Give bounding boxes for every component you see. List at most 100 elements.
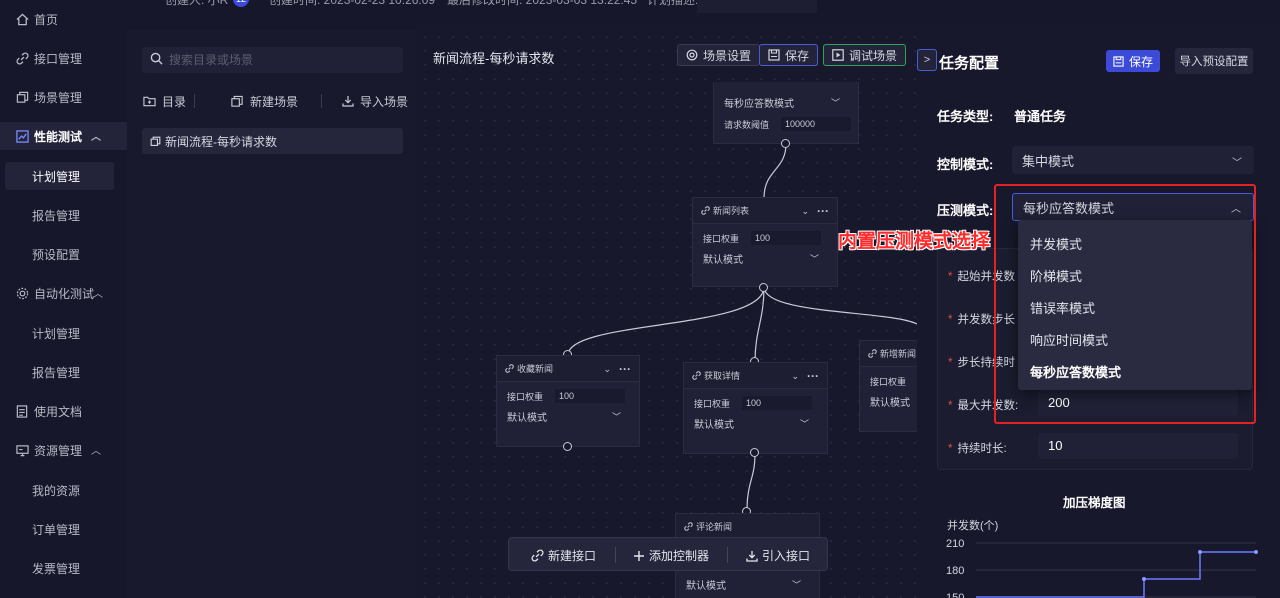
- max-concurrency-label: *最大并发数:: [948, 400, 1019, 412]
- chevron-down-icon[interactable]: ⌄: [801, 205, 809, 216]
- node-port[interactable]: [759, 283, 768, 292]
- nav-sub-plan-management[interactable]: 计划管理: [0, 319, 127, 347]
- directory-button[interactable]: 目录: [143, 92, 186, 110]
- mode-select[interactable]: 默认模式 ﹀: [693, 248, 837, 268]
- scene-settings-button[interactable]: 场景设置: [677, 44, 761, 66]
- link-icon: [531, 549, 544, 562]
- nav-automation-test[interactable]: 自动化测试 ︿: [0, 279, 127, 307]
- nav-scene-management[interactable]: 场景管理: [0, 83, 127, 111]
- threshold-input[interactable]: 100000: [781, 117, 852, 131]
- task-type-value: 普通任务: [1014, 109, 1067, 124]
- import-preset-button[interactable]: 导入预设配置: [1175, 48, 1253, 74]
- debug-scene-button[interactable]: 调试场景: [823, 44, 907, 66]
- canvas-save-button[interactable]: 保存: [759, 44, 819, 66]
- mode-select[interactable]: 每秒应答数模式 ﹀: [714, 92, 858, 112]
- add-controller-button[interactable]: 添加控制器: [633, 547, 709, 564]
- canvas-bottom-toolbar: 新建接口 添加控制器 引入接口: [508, 537, 828, 571]
- more-icon[interactable]: ···: [807, 369, 819, 383]
- chevron-down-icon[interactable]: ⌄: [603, 363, 611, 374]
- nav-sub-invoice-management[interactable]: 发票管理: [0, 554, 127, 582]
- mode-select[interactable]: 默认模式 ﹀: [676, 574, 819, 594]
- mode-select[interactable]: 默认模式 ﹀: [497, 406, 639, 426]
- nav-sub-my-resources[interactable]: 我的资源: [0, 476, 127, 504]
- new-scene-button[interactable]: 新建场景: [230, 92, 298, 110]
- mode-select-value: 默认模式: [703, 254, 743, 266]
- nav-label: 场景管理: [34, 90, 83, 105]
- import-api-button[interactable]: 引入接口: [746, 547, 810, 564]
- mode-select[interactable]: 默认模式: [860, 391, 917, 411]
- node-port[interactable]: [563, 442, 572, 451]
- chevron-down-icon[interactable]: ⌄: [791, 370, 799, 381]
- nav-label: 预设配置: [32, 247, 81, 262]
- weight-input[interactable]: 100: [742, 396, 813, 410]
- y-tick-label: 180: [946, 565, 964, 577]
- plan-info-bar: 创建人: 小R 12 创建时间: 2023-02-23 10:26:09 最后修…: [127, 0, 917, 13]
- duration-label: *持续时长:: [948, 443, 1007, 455]
- task-type-label: 任务类型:: [937, 109, 994, 124]
- new-api-button[interactable]: 新建接口: [531, 547, 596, 564]
- node-port[interactable]: [750, 448, 759, 457]
- option-response-time-mode[interactable]: 响应时间模式: [1030, 333, 1109, 348]
- layers-icon: [230, 95, 244, 108]
- mode-select[interactable]: 默认模式 ﹀: [684, 413, 827, 433]
- node-title: 新增新闻: [880, 349, 917, 359]
- weight-row: 接口权重 100: [497, 386, 639, 406]
- weight-input[interactable]: 100: [751, 231, 822, 245]
- scene-list-item[interactable]: 新闻流程-每秒请求数: [142, 128, 403, 154]
- api-node-add-news[interactable]: 新增新闻 接口权重 默认模式: [859, 340, 917, 432]
- mode-select-value: 默认模式: [686, 580, 726, 592]
- play-icon: [832, 49, 844, 61]
- data-point: [1254, 550, 1258, 554]
- created-time: 创建时间: 2023-02-23 10:26:09: [269, 0, 436, 7]
- node-port[interactable]: [781, 139, 790, 148]
- option-error-rate-mode[interactable]: 错误率模式: [1030, 301, 1096, 316]
- controller-node[interactable]: 每秒应答数模式 ﹀ 请求数阈值 100000: [713, 82, 859, 144]
- option-step-mode[interactable]: 阶梯模式: [1030, 269, 1083, 284]
- import-scene-button[interactable]: 导入场景: [342, 92, 408, 110]
- more-icon[interactable]: ···: [817, 204, 829, 218]
- nav-label: 资源管理: [34, 443, 83, 458]
- nav-label: 发票管理: [32, 561, 81, 576]
- link-icon: [505, 364, 514, 373]
- press-mode-dropdown: 并发模式 阶梯模式 错误率模式 响应时间模式 每秒应答数模式: [1018, 220, 1252, 390]
- nav-label: 使用文档: [34, 404, 83, 419]
- duration-input[interactable]: 10: [1038, 433, 1238, 459]
- control-mode-select[interactable]: 集中模式 ﹀: [1012, 146, 1254, 174]
- nav-resource-management[interactable]: 资源管理 ︿: [0, 436, 127, 464]
- nav-api-management[interactable]: 接口管理: [0, 44, 127, 72]
- weight-input[interactable]: 100: [555, 389, 626, 403]
- nav-performance-test[interactable]: 性能测试 ︿: [0, 122, 127, 150]
- option-rps-mode[interactable]: 每秒应答数模式: [1030, 365, 1122, 380]
- nav-sub-preset-config[interactable]: 预设配置: [0, 240, 127, 268]
- divider: [194, 94, 195, 108]
- collapse-panel-button[interactable]: >: [917, 49, 937, 71]
- max-concurrency-input[interactable]: 200: [1038, 390, 1238, 416]
- nav-home[interactable]: 首页: [0, 5, 127, 33]
- nav-label: 报告管理: [32, 365, 81, 380]
- scene-canvas[interactable]: 新闻流程-每秒请求数 场景设置 保存 调试场景 每秒应答数模式 ﹀ 请求数阈值 …: [418, 30, 917, 598]
- nav-sub-plan-management[interactable]: 计划管理: [5, 162, 114, 190]
- plan-description-input[interactable]: [697, 0, 817, 13]
- nav-sub-order-management[interactable]: 订单管理: [0, 515, 127, 543]
- nav-label: 性能测试: [34, 129, 83, 144]
- divider: [615, 547, 616, 563]
- press-mode-select[interactable]: 每秒应答数模式 ︿: [1012, 193, 1254, 221]
- nav-sub-report-management[interactable]: 报告管理: [0, 201, 127, 229]
- mode-select-value: 默认模式: [694, 419, 734, 431]
- api-node-get-detail[interactable]: 获取详情 ⌄··· 接口权重 100 默认模式 ﹀: [683, 362, 828, 454]
- import-scene-button-label: 导入场景: [360, 94, 409, 109]
- chevron-up-icon: ︿: [91, 132, 101, 143]
- chart-title: 加压梯度图: [1063, 496, 1126, 510]
- option-concurrent-mode[interactable]: 并发模式: [1030, 237, 1083, 252]
- weight-label: 接口权重: [507, 391, 544, 402]
- api-node-news-list[interactable]: 新闻列表 ⌄··· 接口权重 100 默认模式 ﹀: [692, 197, 838, 287]
- add-controller-label: 添加控制器: [649, 549, 710, 563]
- start-concurrency-label: *起始并发数: [948, 271, 1015, 283]
- node-title: 新闻列表: [713, 206, 750, 216]
- api-node-favorite-news[interactable]: 收藏新闻 ⌄··· 接口权重 100 默认模式 ﹀: [496, 355, 640, 447]
- config-save-button[interactable]: 保存: [1106, 50, 1160, 72]
- nav-docs[interactable]: 使用文档: [0, 397, 127, 425]
- nav-sub-report-management[interactable]: 报告管理: [0, 358, 127, 386]
- more-icon[interactable]: ···: [619, 362, 631, 376]
- search-input[interactable]: [169, 53, 389, 67]
